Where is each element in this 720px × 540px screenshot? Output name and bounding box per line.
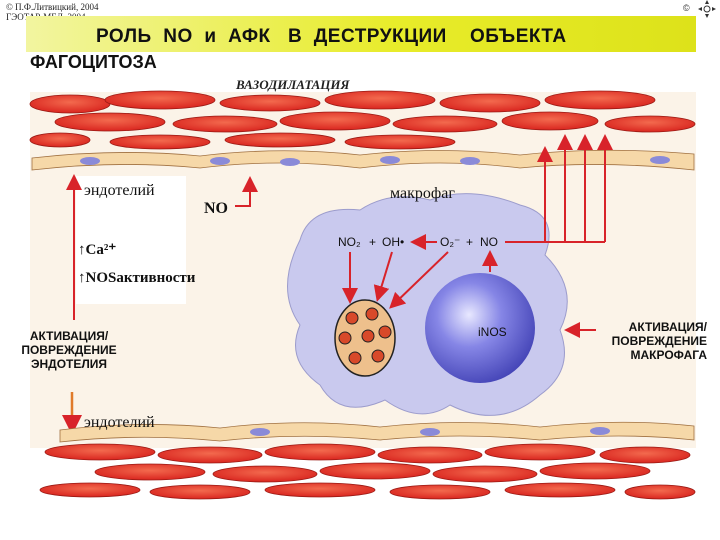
- endothelium-activation-label: АКТИВАЦИЯ/ ПОВРЕЖДЕНИЕ ЭНДОТЕЛИЯ: [4, 329, 134, 371]
- o2-to-phagosome-arrow: [389, 251, 449, 309]
- title-band: [26, 16, 696, 52]
- endothelium-label-bottom: эндотелий: [84, 414, 155, 431]
- endothelium-layer-top: [31, 149, 695, 171]
- endothelium-label-top: эндотелий: [84, 182, 155, 199]
- nos-label-panel: [76, 234, 186, 304]
- endothelial-no-arrow: [235, 176, 258, 207]
- nos-activity-label: ↑NOSактивности: [78, 270, 196, 286]
- inos-label: iNOS: [478, 325, 507, 339]
- macrophage-label: макрофаг: [390, 185, 455, 202]
- reaction-oh: OH•: [382, 235, 404, 249]
- endothelium-activation-line-2: ПОВРЕЖДЕНИЕ: [21, 343, 117, 357]
- vasodilation-label: ВАЗОДИЛАТАЦИЯ: [236, 77, 350, 92]
- smooth-muscle-layer-top: [29, 90, 696, 150]
- endothelium-activation-line-3: ЭНДОТЕЛИЯ: [30, 357, 108, 371]
- endothelium-activation-line-1: АКТИВАЦИЯ/: [29, 329, 109, 343]
- endothelium-layer-bottom: [59, 421, 695, 443]
- reaction-no2: NO₂: [338, 235, 361, 249]
- smooth-muscle-layer-bottom: [39, 443, 696, 500]
- reaction-plus-1: +: [369, 235, 376, 249]
- macrophage-activation-line-2: ПОВРЕЖДЕНИЕ: [611, 334, 707, 348]
- calcium-increase-label: ↑Ca²⁺: [78, 242, 117, 258]
- endothelial-no-label: NO: [204, 200, 228, 217]
- macrophage-activation-line-3: МАКРОФАГА: [630, 348, 708, 362]
- macrophage-nucleus: [425, 273, 535, 383]
- reaction-plus-2: +: [466, 235, 473, 249]
- endothelium-label-panel: [76, 176, 186, 236]
- oh-to-phagosome-arrow: [373, 251, 393, 302]
- reaction-o2: O₂⁻: [440, 235, 460, 249]
- page-title: РОЛЬ NO и АФК В ДЕСТРУКЦИИ ОБЪЕКТА: [96, 26, 567, 47]
- macrophage-activation-label: АКТИВАЦИЯ/ ПОВРЕЖДЕНИЕ МАКРОФАГА: [585, 320, 707, 362]
- copyright-line-1: © П.Ф.Литвицкий, 2004: [6, 2, 99, 12]
- reaction-no: NO: [480, 235, 498, 249]
- navigation-cross-icon[interactable]: [698, 0, 716, 18]
- page-subtitle: ФАГОЦИТОЗА: [30, 52, 157, 72]
- phagosome: [334, 299, 396, 377]
- copyright-icon: ©: [683, 3, 690, 13]
- macrophage-activation-line-1: АКТИВАЦИЯ/: [628, 320, 707, 334]
